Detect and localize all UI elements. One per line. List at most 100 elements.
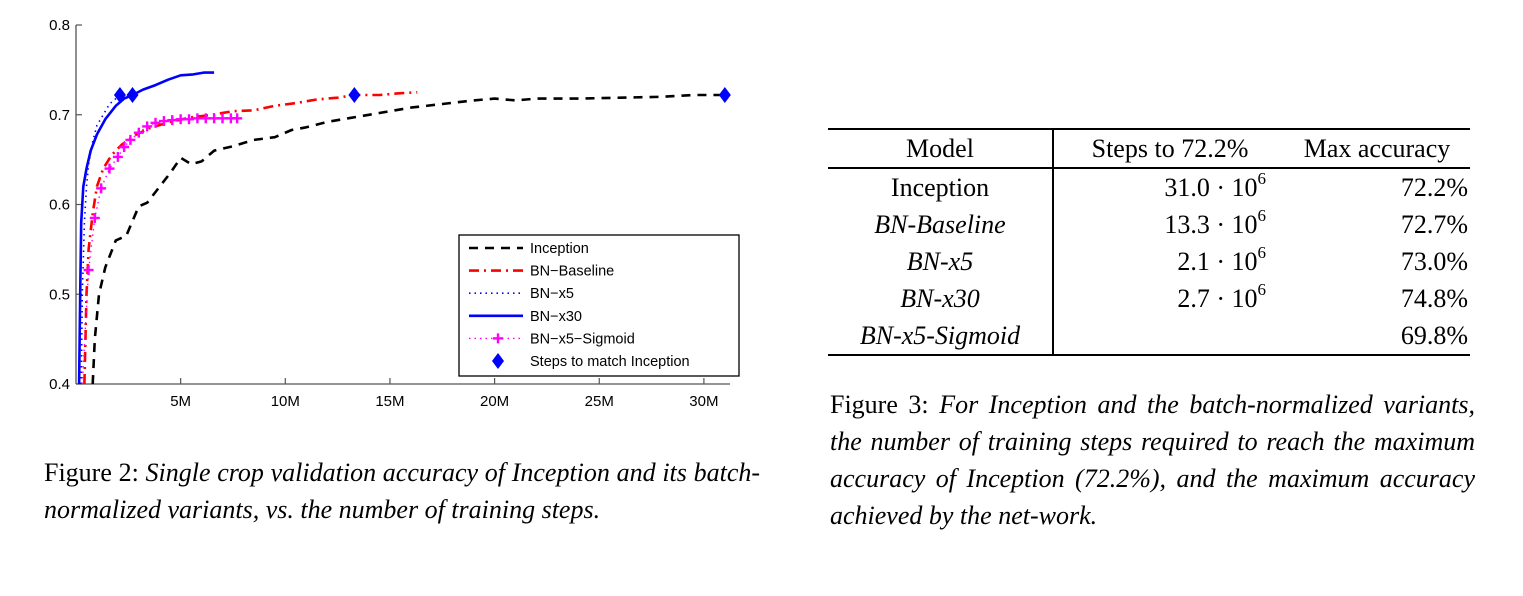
cell-max-accuracy: 69.8%: [1400, 320, 1468, 350]
y-tick-label: 0.7: [49, 107, 70, 124]
series-bn-x5: [80, 94, 121, 385]
legend-item: BN−Baseline: [469, 264, 614, 280]
cell-model: Inception: [828, 168, 1054, 206]
legend-label: Steps to match Inception: [530, 354, 690, 370]
table-header-row: Model Steps to 72.2% Max accuracy: [828, 129, 1470, 168]
cell-max-accuracy: 72.7%: [1400, 209, 1468, 239]
data-point-plus: [167, 115, 178, 126]
cell-max-accuracy: 73.0%: [1400, 246, 1468, 276]
figure-2-caption: Figure 2: Single crop validation accurac…: [44, 454, 760, 528]
data-point-plus: [142, 121, 153, 132]
series-line: [81, 117, 238, 385]
steps-mantissa: 2.7: [1177, 283, 1210, 313]
x-tick-label: 5M: [170, 393, 191, 410]
y-tick-label: 0.5: [49, 286, 70, 303]
figure-3-caption: Figure 3: For Inception and the batch-no…: [830, 386, 1475, 534]
header-max-accuracy: Max accuracy: [1303, 133, 1451, 163]
series-line: [91, 93, 725, 385]
cell-steps: 31.0 · 106: [1053, 168, 1284, 206]
data-point-plus: [112, 151, 123, 162]
legend-label: BN−x5−Sigmoid: [530, 331, 635, 347]
legend-diamond-icon: [492, 353, 504, 369]
data-point-plus: [89, 212, 100, 223]
x-tick-label: 15M: [375, 393, 404, 410]
legend-item: BN−x5−Sigmoid: [469, 331, 635, 347]
cell-max-accuracy: 72.2%: [1400, 172, 1468, 202]
steps-exponent: 6: [1257, 279, 1267, 299]
cell-steps: [1053, 317, 1284, 355]
data-point-plus: [209, 113, 220, 124]
cell-steps: 2.1 · 106: [1053, 243, 1284, 280]
header-model: Model: [828, 129, 1054, 168]
legend-label: BN−x5: [530, 286, 574, 302]
cell-model: BN-x30: [828, 280, 1054, 317]
y-tick-label: 0.8: [49, 17, 70, 34]
x-tick-label: 20M: [480, 393, 509, 410]
y-tick-label: 0.4: [49, 376, 70, 393]
data-point-plus: [192, 113, 203, 124]
data-point-plus: [184, 114, 195, 125]
results-table: Model Steps to 72.2% Max accuracy Incept…: [828, 128, 1470, 356]
diamond-marker: [126, 87, 139, 104]
chart-axes: 0.4 0.5 0.6 0.7 0.8 5M 10M 15M 20M 25M 30M: [49, 17, 730, 410]
diamond-marker: [113, 87, 126, 104]
figure-2-text: Single crop validation accuracy of Incep…: [44, 458, 761, 524]
series-line: [80, 94, 121, 385]
steps-mantissa: 31.0: [1164, 172, 1210, 202]
header-steps: Steps to 72.2%: [1091, 133, 1249, 163]
steps-mantissa: 13.3: [1164, 209, 1210, 239]
figure-3-text: For Inception and the batch-normalized v…: [830, 390, 1475, 530]
data-point-plus: [133, 127, 144, 138]
y-tick-label: 0.6: [49, 197, 70, 214]
data-point-plus: [125, 134, 136, 145]
data-point-plus: [200, 113, 211, 124]
steps-dot: · 10: [1209, 246, 1258, 276]
legend-label: BN−x30: [530, 309, 582, 325]
steps-dot: · 10: [1209, 283, 1258, 313]
steps-dot: · 10: [1209, 209, 1258, 239]
cell-steps: 2.7 · 106: [1053, 280, 1284, 317]
legend-label: BN−Baseline: [530, 264, 614, 280]
chart-marker-layer: [113, 87, 731, 104]
steps-exponent: 6: [1257, 242, 1267, 262]
data-point-plus: [158, 116, 169, 127]
cell-model: BN-x5-Sigmoid: [828, 317, 1054, 355]
table-row: BN-x5-Sigmoid 69.8%: [828, 317, 1470, 355]
legend-item: Inception: [469, 241, 589, 257]
diamond-marker: [718, 87, 731, 104]
x-tick-label: 25M: [585, 393, 614, 410]
series-bn-x5-sigmoid: [81, 113, 243, 385]
data-point-plus: [119, 142, 130, 153]
series-inception: [91, 93, 725, 385]
data-point-plus: [83, 265, 94, 276]
data-point-plus: [175, 114, 186, 125]
legend-item: BN−x30: [469, 309, 582, 325]
x-tick-label: 30M: [689, 393, 718, 410]
cell-steps: 13.3 · 106: [1053, 206, 1284, 243]
figure-3-label: Figure 3:: [830, 390, 929, 419]
steps-exponent: 6: [1257, 205, 1267, 225]
x-tick-label: 10M: [271, 393, 300, 410]
legend-label: Inception: [530, 241, 589, 257]
figure-2-label: Figure 2:: [44, 458, 139, 487]
chart-legend: InceptionBN−BaselineBN−x5BN−x30BN−x5−Sig…: [458, 234, 740, 377]
cell-model: BN-x5: [828, 243, 1054, 280]
data-point-plus: [232, 113, 243, 124]
cell-max-accuracy: 74.8%: [1400, 283, 1468, 313]
steps-mantissa: 2.1: [1177, 246, 1210, 276]
diamond-marker: [348, 87, 361, 104]
accuracy-chart: 0.4 0.5 0.6 0.7 0.8 5M 10M 15M 20M 25M 30M Incepti…: [49, 17, 740, 410]
legend-box: [458, 234, 740, 377]
legend-item: BN−x5: [469, 286, 574, 302]
data-point-plus: [217, 113, 228, 124]
steps-dot: · 10: [1209, 172, 1258, 202]
cell-model: BN-Baseline: [828, 206, 1054, 243]
steps-exponent: 6: [1257, 168, 1267, 188]
data-point-plus: [96, 183, 107, 194]
legend-item: Steps to match Inception: [492, 353, 690, 370]
data-point-plus: [104, 163, 115, 174]
